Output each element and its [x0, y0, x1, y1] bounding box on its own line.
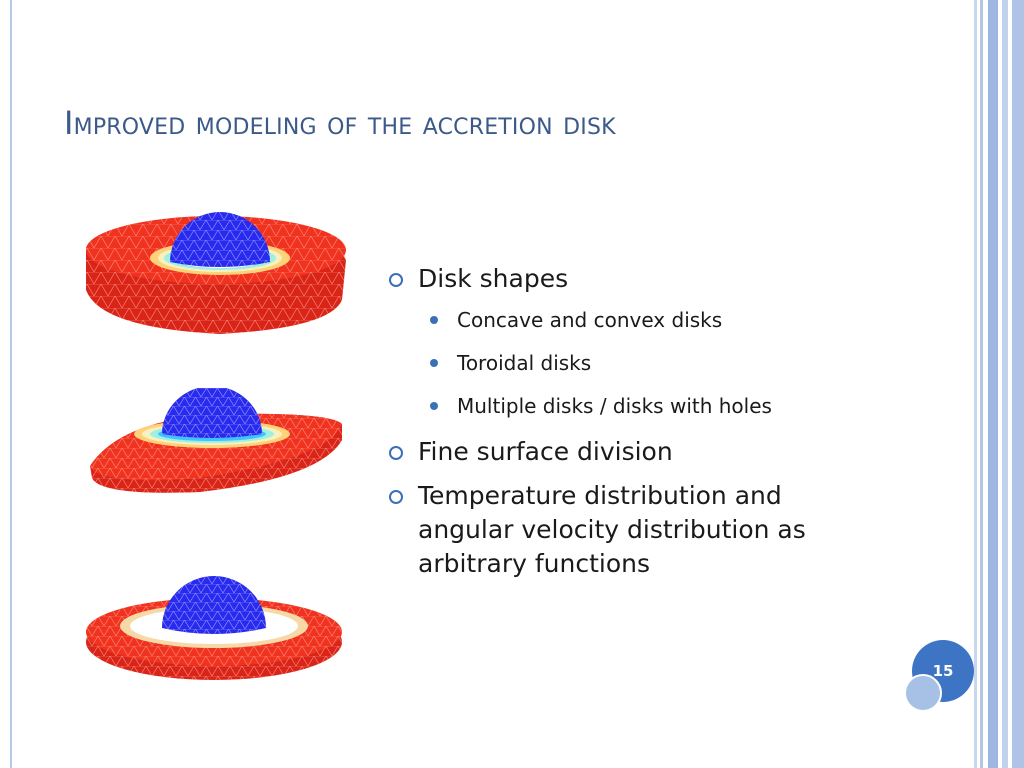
right-decorative-stripes	[974, 0, 1024, 768]
slide-title: Improved modeling of the accretion disk	[64, 104, 616, 142]
dot-bullet-icon	[430, 402, 438, 410]
ring-bullet-icon	[389, 273, 403, 287]
left-border-rule	[10, 0, 12, 768]
bullet-disk-shapes: Disk shapes	[385, 262, 865, 296]
sub-bullet-text: Toroidal disks	[457, 351, 592, 375]
bullet-text: Fine surface division	[418, 437, 673, 466]
sub-bullet-concave-convex: Concave and convex disks	[385, 306, 865, 334]
bullet-text: Disk shapes	[418, 264, 569, 293]
bullet-temperature-distribution: Temperature distribution and angular vel…	[385, 479, 865, 581]
bullet-list: Disk shapes Concave and convex disks Tor…	[385, 262, 865, 591]
sub-bullet-text: Multiple disks / disks with holes	[457, 394, 772, 418]
bullet-text: Temperature distribution and angular vel…	[418, 481, 806, 578]
dot-bullet-icon	[430, 359, 438, 367]
ring-bullet-icon	[389, 446, 403, 460]
sub-bullet-text: Concave and convex disks	[457, 308, 723, 332]
ring-bullet-icon	[389, 490, 403, 504]
bullet-fine-surface: Fine surface division	[385, 435, 865, 469]
badge-bubble-decoration	[904, 674, 942, 712]
sub-bullet-toroidal: Toroidal disks	[385, 349, 865, 377]
disk-model-hole-image	[80, 566, 352, 684]
disk-model-thick-image	[80, 200, 352, 340]
dot-bullet-icon	[430, 316, 438, 324]
disk-shapes-sub-list: Concave and convex disks Toroidal disks …	[385, 306, 865, 420]
disk-model-thin-image	[80, 388, 352, 500]
sub-bullet-multiple-disks: Multiple disks / disks with holes	[385, 392, 865, 420]
page-number: 15	[932, 662, 954, 680]
